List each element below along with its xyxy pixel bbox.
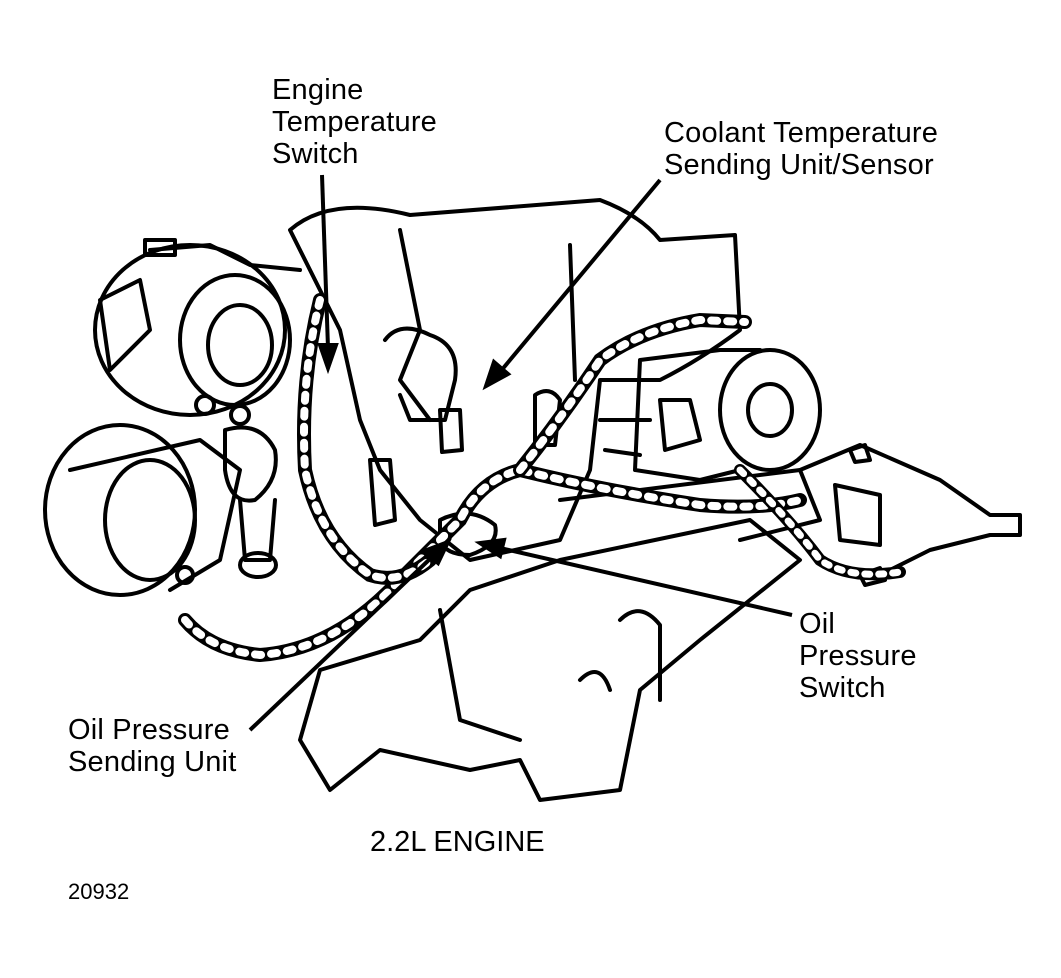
oil-pan [298, 518, 802, 802]
alternator [43, 423, 278, 597]
label-oil-pressure-switch: Oil Pressure Switch [799, 608, 917, 704]
leader-oil-pressure-sending [248, 555, 434, 732]
leader-coolant-temp-sender [498, 178, 662, 374]
arrow-oil-pressure-switch [474, 537, 507, 560]
arrow-engine-temp-switch [317, 343, 339, 375]
thermostat-housing [383, 326, 458, 422]
label-engine-temperature-switch: Engine Temperature Switch [272, 74, 437, 170]
diagram-caption: 2.2L ENGINE [370, 826, 545, 858]
label-coolant-temperature-sending-unit: Coolant Temperature Sending Unit/Sensor [664, 117, 939, 181]
leader-oil-pressure-switch [499, 546, 793, 617]
engine-block-outline [288, 198, 742, 562]
figure-number: 20932 [68, 879, 130, 904]
distributor [598, 348, 822, 482]
arrow-coolant-temp-sender [482, 358, 512, 391]
arrow-oil-pressure-sending [420, 538, 452, 567]
leader-lines [248, 174, 793, 732]
ac-compressor [93, 238, 302, 426]
label-oil-pressure-sending-unit: Oil Pressure Sending Unit [68, 714, 237, 778]
wiring-harness [178, 293, 906, 663]
leader-engine-temp-switch [320, 174, 330, 349]
